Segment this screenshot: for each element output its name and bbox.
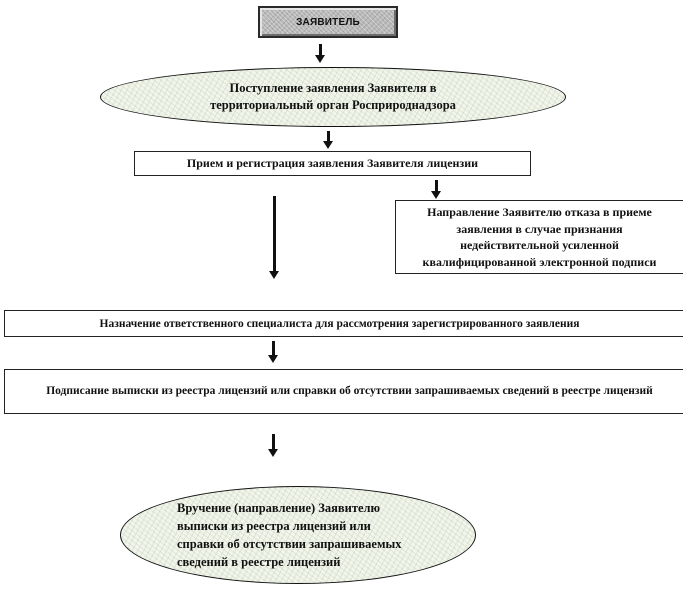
delivery-line: Вручение (направление) Заявителю: [177, 501, 381, 515]
arrow-down-icon: [269, 196, 279, 279]
arrow-down-icon: [431, 180, 441, 199]
registration-text: Прием и регистрация заявления Заявителя …: [186, 156, 479, 170]
receipt-text: Поступление заявления Заявителя в террит…: [210, 80, 456, 114]
applicant-label: ЗАЯВИТЕЛЬ: [296, 16, 360, 28]
arrow-down-icon: [323, 131, 333, 149]
delivery-ellipse: Вручение (направление) Заявителю выписки…: [120, 486, 476, 584]
refusal-text: Направление Заявителю отказа в приеме за…: [423, 204, 657, 270]
signing-text: Подписание выписки из реестра лицензий и…: [46, 385, 653, 397]
receipt-ellipse: Поступление заявления Заявителя в террит…: [100, 67, 566, 127]
receipt-line: Поступление заявления Заявителя в: [229, 81, 437, 95]
arrow-down-icon: [268, 341, 278, 363]
applicant-box: ЗАЯВИТЕЛЬ: [258, 6, 398, 38]
delivery-line: сведений в реестре лицензий: [177, 555, 341, 569]
receipt-line: территориальный орган Росприроднадзора: [210, 98, 456, 112]
assignment-text: Назначение ответственного специалиста дл…: [99, 317, 580, 330]
refusal-line: недействительной усиленной: [460, 238, 619, 252]
arrow-down-icon: [268, 434, 278, 457]
refusal-box: Направление Заявителю отказа в приеме за…: [395, 200, 683, 274]
refusal-line: квалифицированной электронной подписи: [422, 254, 657, 269]
refusal-line: заявления в случае признания: [456, 221, 623, 236]
assignment-box: Назначение ответственного специалиста дл…: [4, 310, 683, 337]
signing-box: Подписание выписки из реестра лицензий и…: [4, 369, 683, 414]
arrow-down-icon: [315, 44, 325, 63]
delivery-text: Вручение (направление) Заявителю выписки…: [177, 499, 401, 571]
registration-box: Прием и регистрация заявления Заявителя …: [134, 151, 531, 176]
delivery-line: справки об отсутствии запрашиваемых: [177, 537, 402, 551]
refusal-line: Направление Заявителю отказа в приеме: [427, 205, 652, 219]
delivery-line: выписки из реестра лицензий или: [177, 519, 371, 533]
